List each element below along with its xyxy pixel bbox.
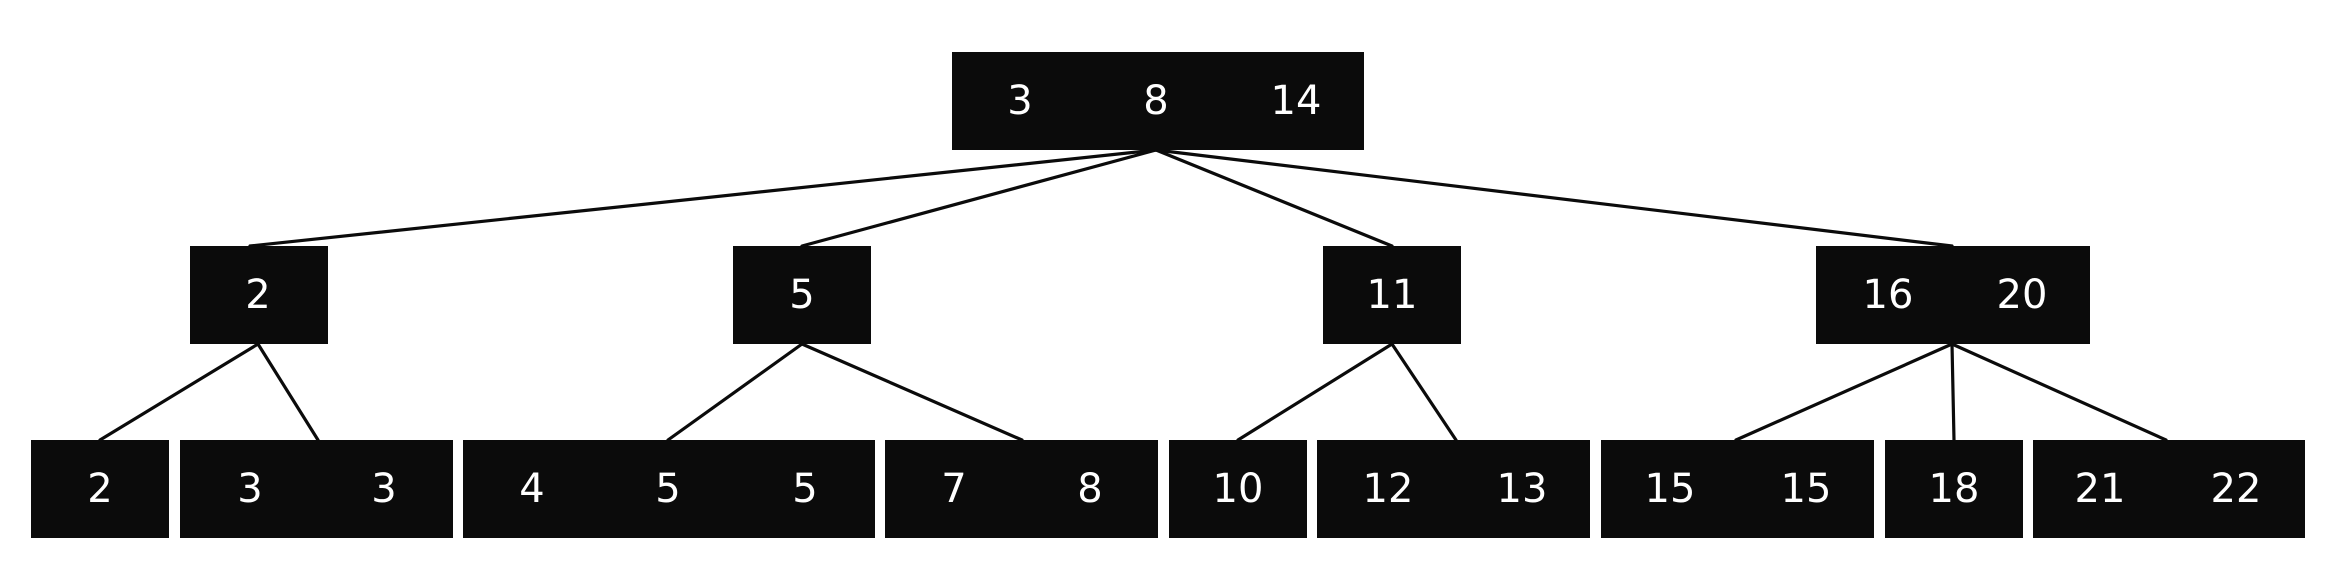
internal-node-1-box [190,246,328,344]
internal-node-4-key: 20 [1997,272,2048,318]
edge-internal-node-3-to-leaf-node-6 [1390,342,1458,442]
leaf-node-5-box [1169,440,1307,538]
leaf-node-4-key: 7 [941,466,966,512]
leaf-node-1-key: 2 [87,466,112,512]
internal-node-2-key: 5 [789,272,814,318]
edge-root-to-internal-node-1 [248,148,1158,248]
leaf-node-3-box [463,440,875,538]
leaf-node-1-box [31,440,169,538]
edge-internal-node-4-to-leaf-node-9 [1950,342,2168,442]
internal-node-2: 5 [733,246,871,344]
internal-node-3-box [1323,246,1461,344]
root-node-box [952,52,1364,150]
leaf-node-3-key: 5 [655,466,680,512]
internal-node-4-key: 16 [1863,272,1914,318]
leaf-node-2-key: 3 [371,466,396,512]
internal-node-3-key: 11 [1367,272,1418,318]
leaf-node-9-key: 21 [2075,466,2126,512]
leaf-node-2-box [180,440,453,538]
internal-node-3: 11 [1323,246,1461,344]
leaf-node-7-key: 15 [1645,466,1696,512]
edge-root-to-internal-node-2 [800,148,1158,248]
internal-node-2-box [733,246,871,344]
leaf-node-7-key: 15 [1781,466,1832,512]
leaf-node-2-key: 3 [237,466,262,512]
root-node-key: 14 [1271,78,1322,124]
leaf-node-3-key: 4 [519,466,544,512]
edge-internal-node-4-to-leaf-node-8 [1950,342,1956,442]
edges-layer [98,148,2168,442]
edge-root-to-internal-node-4 [1154,148,1954,248]
edge-root-to-internal-node-3 [1154,148,1394,248]
leaf-node-3-key: 5 [792,466,817,512]
leaf-node-6-key: 13 [1497,466,1548,512]
edge-internal-node-2-to-leaf-node-4 [800,342,1024,442]
leaf-node-7-box [1601,440,1874,538]
leaf-node-8: 18 [1885,440,2023,538]
leaf-node-8-box [1885,440,2023,538]
leaf-node-5: 10 [1169,440,1307,538]
edge-internal-node-2-to-leaf-node-3 [666,342,804,442]
leaf-node-9-key: 22 [2211,466,2262,512]
internal-node-1-key: 2 [245,272,270,318]
leaf-node-5-key: 10 [1213,466,1264,512]
leaf-node-4-box [885,440,1158,538]
leaf-node-1: 2 [31,440,169,538]
edge-internal-node-4-to-leaf-node-7 [1734,342,1954,442]
leaf-node-6: 12 13 [1317,440,1590,538]
root-node-key: 3 [1007,78,1032,124]
root-node-key: 8 [1143,78,1168,124]
root-node: 3 8 14 [952,52,1364,150]
leaf-node-6-box [1317,440,1590,538]
internal-node-1: 2 [190,246,328,344]
internal-node-4-box [1816,246,2090,344]
edge-internal-node-1-to-leaf-node-2 [256,342,320,442]
edge-internal-node-3-to-leaf-node-5 [1236,342,1394,442]
leaf-node-6-key: 12 [1363,466,1414,512]
leaf-node-9: 21 22 [2033,440,2305,538]
edge-internal-node-1-to-leaf-node-1 [98,342,260,442]
leaf-node-4-key: 8 [1077,466,1102,512]
leaf-node-3: 4 5 5 [463,440,875,538]
leaf-node-8-key: 18 [1929,466,1980,512]
leaf-node-9-box [2033,440,2305,538]
